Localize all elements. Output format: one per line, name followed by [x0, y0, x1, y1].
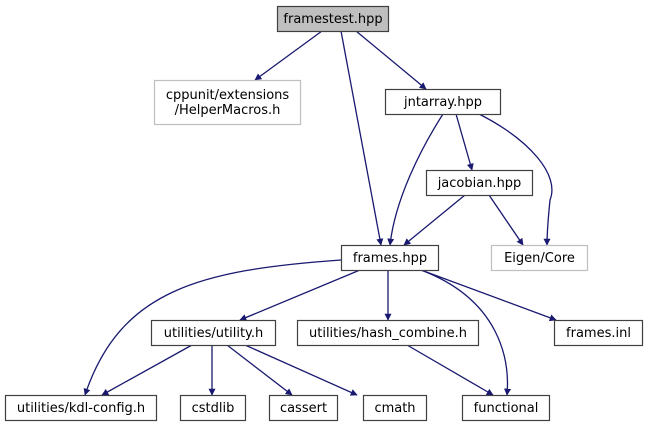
node-label: cmath [374, 401, 415, 416]
node-label: utilities/hash_combine.h [309, 326, 467, 341]
node-label: cppunit/extensions [166, 88, 290, 103]
edge-framestest-to-jntarray [355, 30, 427, 90]
node-label: /HelperMacros.h [175, 103, 281, 118]
node-label: cstdlib [192, 401, 235, 416]
edge-utility-to-kdlconfig [101, 344, 193, 396]
node-utility[interactable]: utilities/utility.h [150, 319, 277, 347]
node-box[interactable] [461, 394, 551, 422]
edge-jntarray-to-eigencore [478, 113, 553, 246]
edge-frames-to-framesinl [420, 269, 557, 322]
edge-framestest-to-helpermacros [254, 30, 323, 81]
node-jntarray[interactable]: jntarray.hpp [384, 88, 502, 116]
edge-frames-to-functional [420, 269, 512, 396]
node-box[interactable] [4, 394, 158, 422]
edge-framestest-to-frames [340, 30, 384, 246]
node-hashcombine[interactable]: utilities/hash_combine.h [296, 319, 480, 347]
edge-jacobian-to-eigencore [488, 194, 524, 246]
node-kdlconfig[interactable]: utilities/kdl-config.h [4, 394, 158, 422]
node-label: jntarray.hpp [403, 95, 482, 110]
node-box[interactable] [150, 319, 277, 347]
node-cstdlib[interactable]: cstdlib [179, 394, 247, 422]
node-label: cassert [280, 401, 327, 416]
node-framestest[interactable]: framestest.hpp [276, 5, 390, 33]
node-jacobian[interactable]: jacobian.hpp [425, 169, 534, 197]
node-box[interactable] [490, 244, 589, 272]
node-box[interactable] [296, 319, 480, 347]
edge-utility-to-cmath [244, 344, 358, 396]
edge-hashcombine-to-functional [406, 344, 494, 396]
node-box[interactable] [553, 319, 644, 347]
node-eigencore[interactable]: Eigen/Core [490, 244, 589, 272]
node-box[interactable] [153, 79, 302, 126]
node-label: frames.inl [566, 326, 631, 341]
node-label: framestest.hpp [283, 12, 382, 27]
edge-jacobian-to-frames [403, 194, 466, 246]
node-box[interactable] [276, 5, 390, 33]
node-cassert[interactable]: cassert [268, 394, 339, 422]
node-box[interactable] [384, 88, 502, 116]
node-label: utilities/utility.h [164, 326, 264, 341]
node-box[interactable] [179, 394, 247, 422]
node-frames[interactable]: frames.hpp [340, 244, 440, 272]
node-label: frames.hpp [353, 251, 427, 266]
edge-jntarray-to-frames [387, 113, 444, 246]
node-label: utilities/kdl-config.h [17, 401, 145, 416]
node-label: jacobian.hpp [437, 176, 522, 191]
node-functional[interactable]: functional [461, 394, 551, 422]
node-label: Eigen/Core [504, 251, 575, 266]
node-helpermacros[interactable]: cppunit/extensions/HelperMacros.h [153, 79, 302, 126]
node-box[interactable] [340, 244, 440, 272]
edge-frames-to-utility [239, 269, 361, 321]
node-box[interactable] [268, 394, 339, 422]
edges-layer [83, 30, 557, 396]
edge-jntarray-to-jacobian [455, 113, 474, 171]
node-framesinl[interactable]: frames.inl [553, 319, 644, 347]
edge-frames-to-kdlconfig [83, 259, 342, 396]
node-box[interactable] [425, 169, 534, 197]
edge-utility-to-cassert [226, 344, 293, 396]
node-label: functional [474, 401, 539, 416]
node-box[interactable] [362, 394, 428, 422]
nodes-layer: framestest.hpp cppunit/extensions/HelperM… [4, 5, 644, 422]
node-cmath[interactable]: cmath [362, 394, 428, 422]
